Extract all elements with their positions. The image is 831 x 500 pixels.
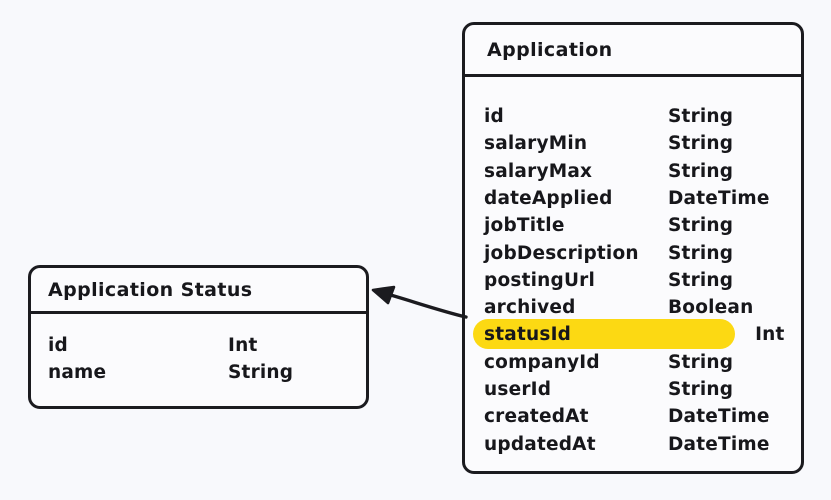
field-row[interactable]: salaryMin String [465,130,801,157]
field-row[interactable]: createdAt DateTime [465,403,801,430]
entity-application-status-fields: id Int name String [31,314,366,406]
field-type: DateTime [668,433,770,455]
field-name: salaryMin [484,133,588,155]
entity-application-status[interactable]: Application Status id Int name String [28,265,369,409]
field-type: String [668,215,734,237]
field-name: statusId [484,324,572,346]
field-type: String [668,379,734,400]
field-name: companyId [484,351,600,373]
field-type: String [668,106,734,127]
field-name: id [48,335,68,356]
field-type: Boolean [668,297,754,319]
field-name: postingUrl [484,269,596,291]
field-highlight-marker [473,319,735,350]
entity-application-status-header: Application Status [31,268,366,314]
entity-application-status-title: Application Status [48,278,253,301]
field-row[interactable]: archived Boolean [465,294,801,321]
field-name: jobTitle [484,215,565,237]
field-row[interactable]: postingUrl String [465,267,801,294]
field-name: updatedAt [484,433,596,455]
field-row[interactable]: dateApplied DateTime [465,185,801,212]
field-name: id [484,106,504,127]
field-type: DateTime [668,187,770,209]
field-name: name [48,362,107,383]
field-name: salaryMax [484,160,593,182]
field-type: Int [755,324,785,346]
entity-application-header: Application [465,25,801,77]
field-name: archived [484,297,576,319]
field-type: DateTime [668,406,770,428]
field-row[interactable]: jobTitle String [465,212,801,239]
field-type: String [668,269,734,291]
field-row[interactable]: jobDescription String [465,240,801,267]
field-type: String [668,351,734,373]
field-type: String [228,362,294,383]
field-row[interactable]: updatedAt DateTime [465,431,801,458]
entity-application-title: Application [487,38,613,61]
field-name: dateApplied [484,187,613,209]
field-row[interactable]: userId String [465,376,801,403]
field-row[interactable]: id String [465,103,801,130]
field-name: userId [484,379,552,400]
field-type: String [668,242,734,264]
field-row[interactable]: statusId Int [465,321,801,348]
field-type: String [668,160,734,182]
field-name: jobDescription [484,242,639,264]
field-row[interactable]: companyId String [465,349,801,376]
field-row[interactable]: salaryMax String [465,158,801,185]
field-row[interactable]: id Int [31,332,366,359]
field-name: createdAt [484,406,589,428]
field-type: String [668,133,734,155]
field-row[interactable]: name String [31,359,366,386]
field-type: Int [228,335,258,356]
